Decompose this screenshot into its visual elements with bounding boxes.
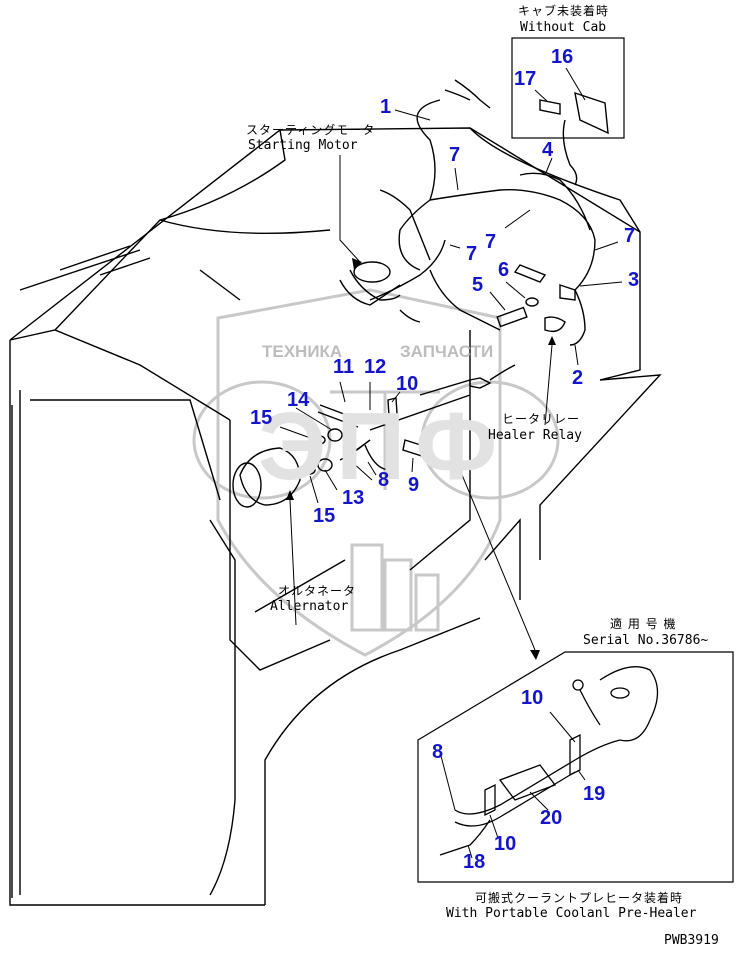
watermark-logo-letters: ЭПФ bbox=[258, 393, 508, 500]
parts bbox=[232, 91, 609, 508]
callout-7-c: 7 bbox=[485, 231, 497, 253]
engine-housing bbox=[9, 127, 662, 906]
callout-9: 9 bbox=[408, 474, 420, 496]
callout-7-b: 7 bbox=[466, 243, 478, 265]
serial-caption-en: Serial No.36786~ bbox=[583, 633, 709, 648]
callout-11: 11 bbox=[333, 356, 355, 378]
inset-callout-10-b: 10 bbox=[494, 833, 517, 855]
inset-callout-8: 8 bbox=[432, 741, 444, 763]
callout-7-a: 7 bbox=[449, 144, 461, 166]
inset-callout-18: 18 bbox=[463, 851, 486, 873]
callout-12: 12 bbox=[364, 356, 387, 378]
serial-caption-jp: 適 用 号 機 bbox=[610, 617, 677, 631]
callout-3: 3 bbox=[628, 269, 640, 291]
watermark-line2: ЗАПЧАСТИ bbox=[400, 342, 494, 361]
callout-8: 8 bbox=[378, 469, 390, 491]
callout-15-b: 15 bbox=[313, 505, 336, 527]
callout-14: 14 bbox=[287, 389, 310, 411]
starting-motor-caption-jp: スターティングモータ bbox=[246, 123, 376, 137]
callout-2: 2 bbox=[572, 367, 584, 389]
without-cab-caption-jp: キャブ未装着時 bbox=[518, 4, 610, 18]
starting-motor-caption-en: Starting Motor bbox=[248, 138, 358, 153]
callout-16: 16 bbox=[551, 46, 574, 68]
callout-1: 1 bbox=[380, 96, 392, 118]
callout-6: 6 bbox=[498, 259, 510, 281]
callout-7-d: 7 bbox=[624, 225, 636, 247]
figure-code: PWB3919 bbox=[664, 933, 719, 948]
portable-heater-caption-jp: 可搬式クーラントプレヒータ装着時 bbox=[475, 891, 684, 905]
heater-relay-caption-jp: ヒータリレー bbox=[502, 412, 581, 426]
callout-5: 5 bbox=[472, 274, 484, 296]
heater-relay-caption-en: Healer Relay bbox=[488, 428, 582, 443]
inset-callout-20: 20 bbox=[540, 807, 563, 829]
without-cab-caption-en: Without Cab bbox=[520, 20, 607, 35]
preheater-inset-box bbox=[417, 651, 734, 883]
alternator-caption-jp: オルタネータ bbox=[278, 584, 357, 598]
watermark-line1: ТЕХНИКА bbox=[262, 342, 343, 361]
callout-4: 4 bbox=[542, 139, 554, 161]
alternator-caption-en: Allernator bbox=[270, 599, 349, 614]
callout-13: 13 bbox=[342, 487, 365, 509]
inset-callout-19: 19 bbox=[583, 783, 606, 805]
leader-lines bbox=[279, 67, 623, 859]
without-cab-box bbox=[511, 37, 625, 139]
arrowheads bbox=[286, 258, 556, 660]
watermark-shield bbox=[192, 288, 560, 657]
portable-heater-caption-en: With Portable Coolanl Pre-Healer bbox=[446, 906, 697, 921]
inset-parts bbox=[439, 666, 659, 856]
inset-callout-10-a: 10 bbox=[521, 687, 544, 709]
callout-17: 17 bbox=[514, 68, 537, 90]
callout-10: 10 bbox=[396, 373, 419, 395]
callout-15-a: 15 bbox=[250, 407, 273, 429]
